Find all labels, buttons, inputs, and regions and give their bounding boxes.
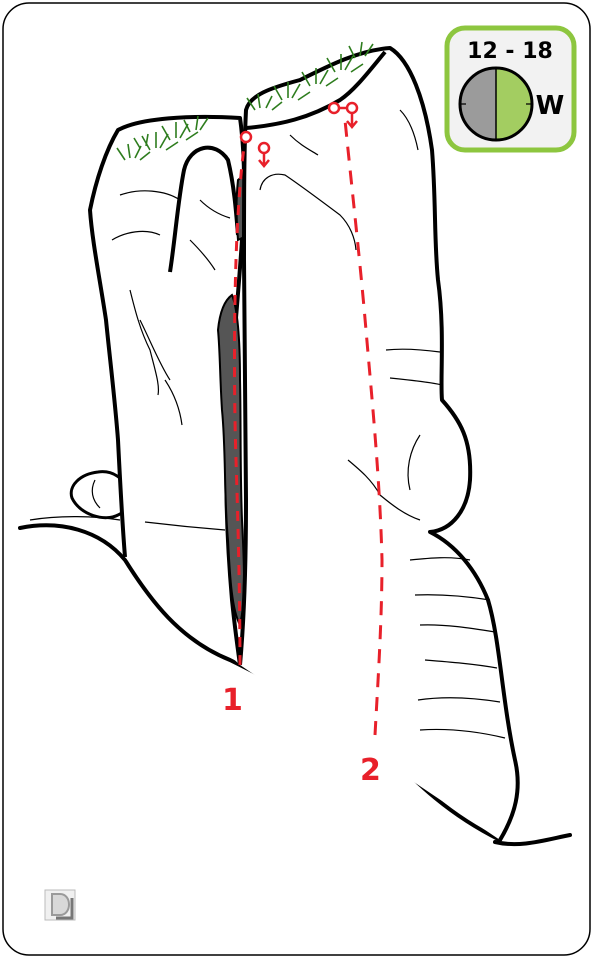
sun-exposure-badge: 12 - 18 W (447, 28, 574, 150)
route-1-number: 1 (222, 683, 243, 718)
aspect-label: W (536, 91, 565, 121)
publisher-logo (45, 890, 75, 920)
route-2-number: 2 (360, 753, 381, 788)
route-1-anchor (241, 132, 251, 142)
sun-hours-label: 12 - 18 (467, 39, 553, 64)
